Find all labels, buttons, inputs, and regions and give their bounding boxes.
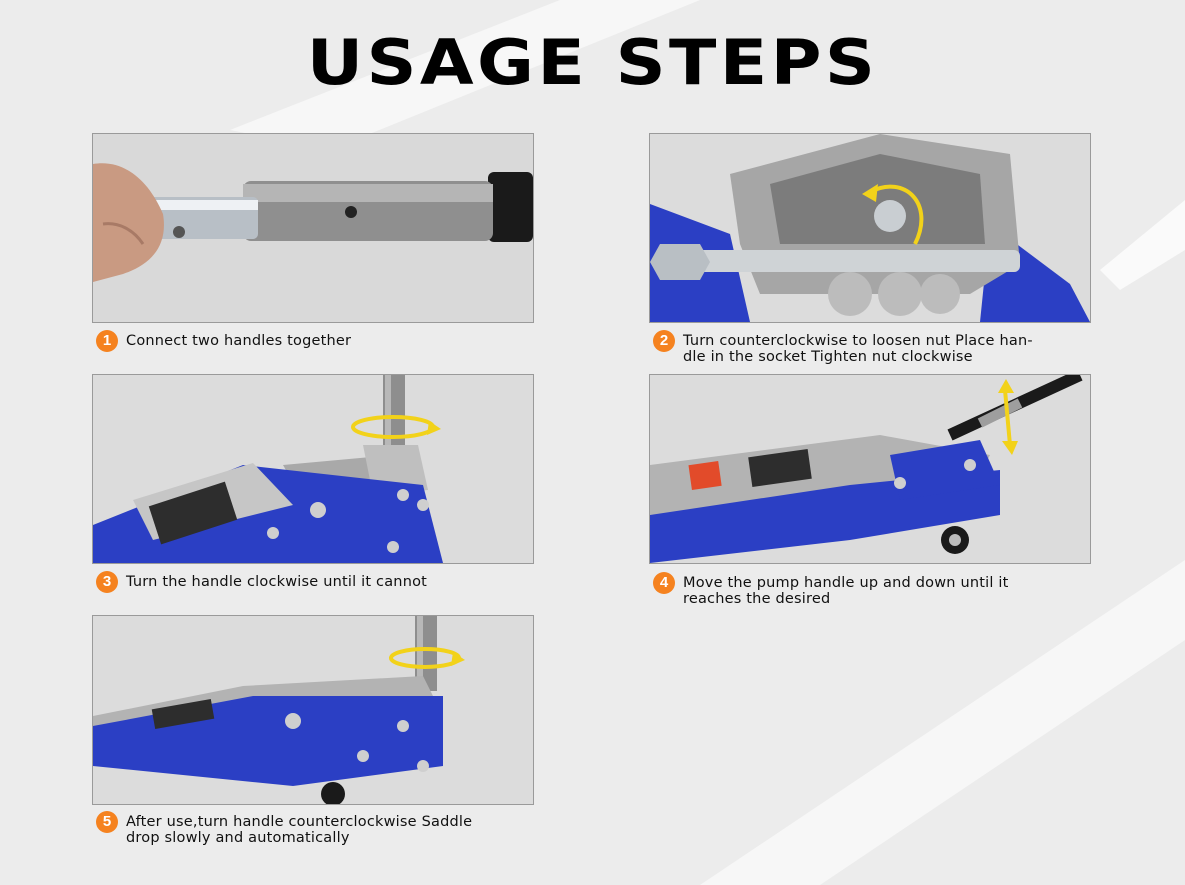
step-caption: After use,turn handle counterclockwise S…: [126, 814, 473, 846]
page-title: USAGE STEPS: [306, 26, 879, 99]
jack-clockwise-photo: [92, 374, 534, 564]
step-caption: Move the pump handle up and down until i…: [683, 575, 1009, 607]
handle-connection-photo: [92, 133, 534, 323]
step-badge: 2: [653, 330, 675, 352]
step-2: 2 Turn counterclockwise to loosen nut Pl…: [653, 330, 1033, 365]
step-caption: Turn counterclockwise to loosen nut Plac…: [683, 333, 1033, 365]
step-caption: Connect two handles together: [126, 333, 352, 349]
step-badge: 3: [96, 571, 118, 593]
step-1: 1 Connect two handles together: [96, 330, 351, 352]
step-4: 4 Move the pump handle up and down until…: [653, 572, 1009, 607]
step-3: 3 Turn the handle clockwise until it can…: [96, 571, 427, 593]
step-badge: 5: [96, 811, 118, 833]
step-badge: 1: [96, 330, 118, 352]
step-5: 5 After use,turn handle counterclockwise…: [96, 811, 472, 846]
jack-release-photo: [92, 615, 534, 805]
step-badge: 4: [653, 572, 675, 594]
step-caption: Turn the handle clockwise until it canno…: [126, 574, 428, 590]
jack-pump-photo: [649, 374, 1091, 564]
socket-nut-photo: [649, 133, 1091, 323]
